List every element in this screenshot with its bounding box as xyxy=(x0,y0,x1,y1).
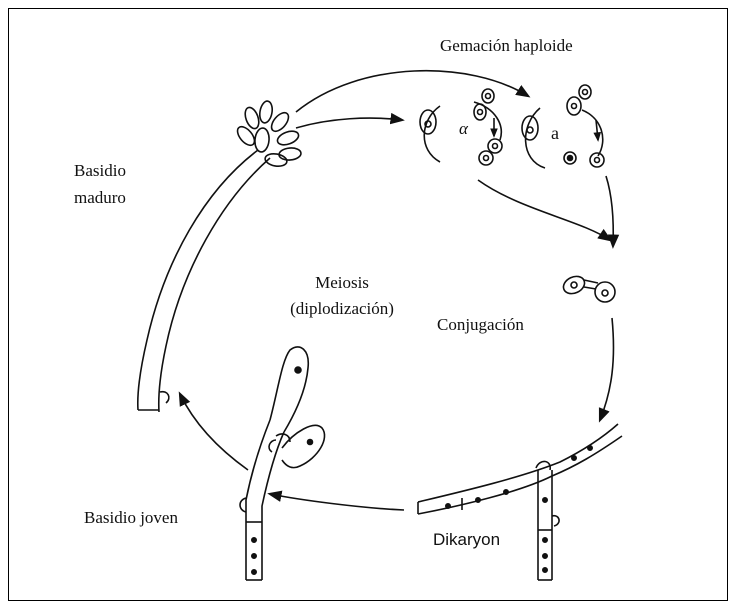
label-basidio-joven: Basidio joven xyxy=(84,505,178,530)
label-meiosis-line1: Meiosis xyxy=(262,270,422,295)
mating-type-a: a xyxy=(551,123,559,143)
label-basidio-maduro-line2: maduro xyxy=(74,185,126,210)
label-dikaryon: Dikaryon xyxy=(433,527,500,552)
young-basidium xyxy=(240,347,325,580)
arrow-to-dikaryon xyxy=(600,318,614,420)
mature-basidium xyxy=(138,100,302,412)
arrow-to-young-basidium xyxy=(270,494,404,510)
arrow-alpha-to-conjugation xyxy=(478,180,610,240)
conjugating-cells xyxy=(561,273,615,302)
budding-group-a xyxy=(522,85,604,168)
label-gemacion-haploide: Gemación haploide xyxy=(440,33,573,58)
label-basidio-maduro-line1: Basidio xyxy=(74,158,126,183)
arrow-a-to-conjugation xyxy=(606,176,613,246)
label-meiosis-line2: (diplodización) xyxy=(252,296,432,321)
mating-type-alpha: α xyxy=(459,119,469,138)
dikaryotic-hypha xyxy=(418,424,622,580)
arrow-to-mature-basidium xyxy=(180,394,248,470)
arrow-to-budding-left xyxy=(296,118,402,128)
label-conjugacion: Conjugación xyxy=(437,312,524,337)
